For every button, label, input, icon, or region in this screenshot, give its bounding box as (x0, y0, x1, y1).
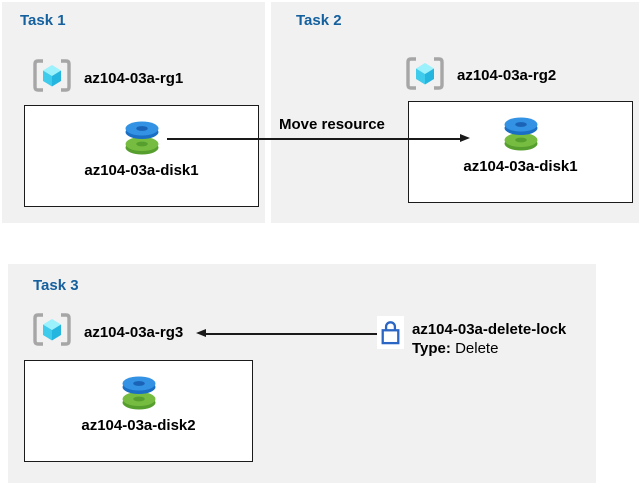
task2-title: Task 2 (296, 12, 342, 29)
lock-icon (381, 321, 400, 345)
resource-group-label: az104-03a-rg2 (457, 67, 557, 84)
lock-type-line: Type: Delete (412, 340, 498, 357)
lock-type-value: Delete (450, 340, 499, 357)
delete-lock-name: az104-03a-delete-lock (412, 321, 567, 338)
task1-title: Task 1 (20, 12, 66, 29)
resource-group-label: az104-03a-rg1 (84, 70, 184, 87)
disk-icon (504, 117, 537, 151)
task3-title: Task 3 (33, 277, 79, 294)
resource-group-icon (33, 313, 71, 346)
delete-lock-box (377, 316, 404, 349)
disk-icon (122, 376, 155, 410)
disk-label: az104-03a-disk1 (463, 158, 578, 175)
resource-box-task3: az104-03a-disk2 (24, 360, 253, 462)
resource-group-icon (406, 57, 444, 90)
delete-lock-text: az104-03a-delete-lock Type: Delete (412, 320, 566, 358)
move-arrow-line (167, 138, 460, 140)
lock-arrow-head-icon (196, 329, 206, 337)
resource-box-task1: az104-03a-disk1 (24, 105, 259, 207)
disk-label: az104-03a-disk2 (81, 417, 196, 434)
disk-icon (125, 121, 158, 155)
resource-group-icon (33, 59, 71, 92)
lock-type-label: Type: (412, 340, 451, 357)
move-arrow-label: Move resource (279, 116, 385, 133)
disk-label: az104-03a-disk1 (84, 162, 199, 179)
resource-group-label: az104-03a-rg3 (84, 324, 184, 341)
move-arrow-head-icon (460, 134, 470, 142)
resource-box-task2: az104-03a-disk1 (408, 101, 633, 203)
lock-arrow-line (206, 333, 377, 335)
